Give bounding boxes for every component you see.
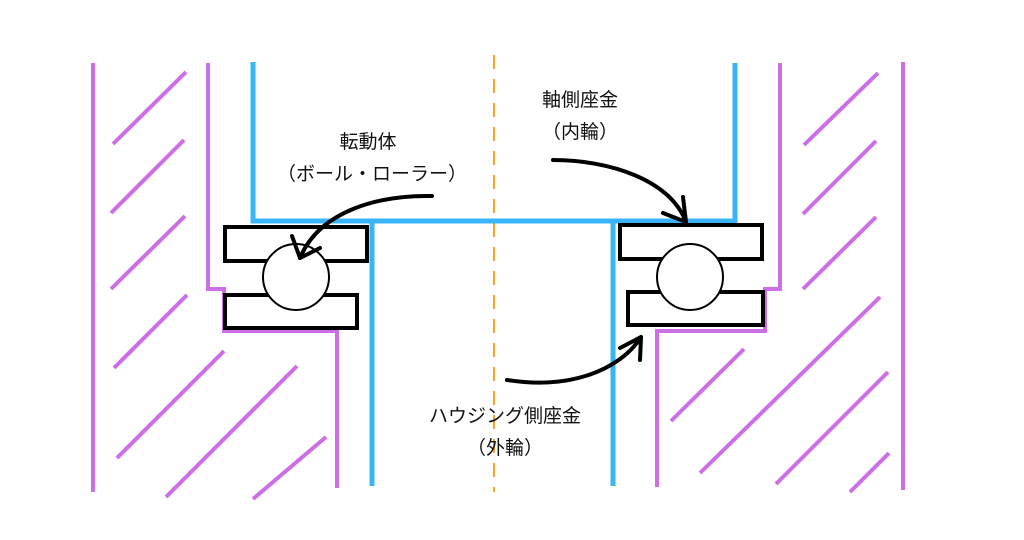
shaft-washer-sublabel: （内輪） [541,121,619,143]
left-housing-hatch [109,70,328,501]
right-bearing [618,223,765,327]
housing-washer-sublabel: （外輪） [466,437,544,459]
rolling-element-label: 転動体 [339,131,397,153]
rolling-element-sublabel: （ボール・ローラー） [276,163,468,185]
right-rolling-element [656,243,724,311]
arrow-shaft-washer [551,158,688,224]
left-bearing [223,225,369,330]
right-housing [655,62,905,494]
arrow-housing-washer [505,335,643,385]
arrow-rolling-element [290,193,434,260]
shaft [250,62,738,486]
shaft-washer-label: 軸側座金 [541,89,619,111]
left-rolling-element [262,243,330,311]
housing-washer-label: ハウジング側座金 [428,405,582,427]
right-housing-hatch [669,71,891,494]
